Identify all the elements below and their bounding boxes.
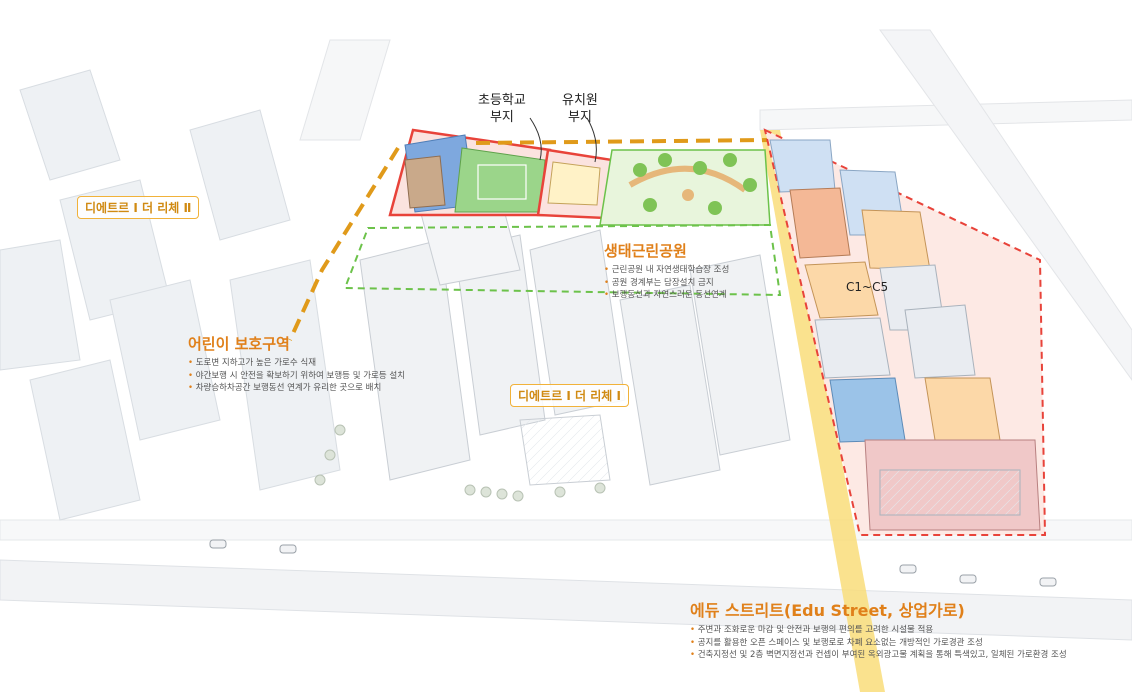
kinder-label-line2: 부지 bbox=[567, 110, 592, 125]
park-list: 근린공원 내 자연생태학습장 조성 공원 경계부는 담장설치 금지 보행동선과 … bbox=[604, 264, 730, 302]
child-zone-list: 도로변 지하고가 높은 가로수 식재 야간보행 시 안전을 확보하기 위하여 보… bbox=[188, 357, 405, 395]
park-item: 보행동선과 자연스러운 동선연계 bbox=[604, 289, 729, 302]
kindergarten-site bbox=[536, 148, 614, 220]
apartment-complex-1 bbox=[359, 194, 791, 486]
edu-street-title: 에듀 스트리트(Edu Street, 상업가로) bbox=[690, 601, 965, 620]
edu-street-callout: 에듀 스트리트(Edu Street, 상업가로) 주변과 조화로운 마감 및 … bbox=[690, 597, 1067, 662]
park-item: 공원 경계부는 담장설치 금지 bbox=[604, 277, 729, 290]
child-zone-item: 야간보행 시 안전을 확보하기 위하여 보행등 및 가로등 설치 bbox=[188, 370, 405, 383]
background-buildings bbox=[0, 69, 341, 521]
cars bbox=[209, 539, 1057, 587]
school-site-label: 초등학교 부지 bbox=[478, 92, 526, 126]
child-zone-callout: 어린이 보호구역 도로변 지하고가 높은 가로수 식재 야간보행 시 안전을 확… bbox=[188, 333, 405, 395]
complex-1-label: 디에트르 I 더 리체 Ⅰ bbox=[510, 384, 629, 407]
park-boundary-dashed bbox=[343, 223, 782, 297]
park-title: 생태근린공원 bbox=[604, 242, 687, 260]
kinder-label-line1: 유치원 bbox=[562, 93, 598, 108]
edu-street-item: 건축지정선 및 2층 벽면지정선과 컨셉이 부여된 옥외광고물 계획을 통해 특… bbox=[690, 649, 1067, 662]
street-trees bbox=[314, 424, 606, 502]
edu-street-list: 주변과 조화로운 마감 및 안전과 보행의 편의를 고려한 시설물 적용 공지를… bbox=[690, 624, 1067, 662]
school-label-line1: 초등학교 bbox=[478, 93, 526, 108]
school-zone-route bbox=[288, 138, 771, 341]
park-callout: 생태근린공원 근린공원 내 자연생태학습장 조성 공원 경계부는 담장설치 금지… bbox=[604, 240, 729, 302]
edu-street-strip bbox=[760, 130, 885, 692]
child-zone-item: 차량승하차공간 보행동선 연계가 유리한 곳으로 배치 bbox=[188, 382, 405, 395]
school-site bbox=[388, 128, 552, 217]
edu-street-item: 주변과 조화로운 마감 및 안전과 보행의 편의를 고려한 시설물 적용 bbox=[690, 624, 1067, 637]
edu-street-item: 공지를 활용한 오픈 스페이스 및 보행로로 차폐 요소없는 개방적인 가로경관… bbox=[690, 637, 1067, 650]
school-label-line2: 부지 bbox=[489, 110, 514, 125]
leader-lines bbox=[529, 117, 597, 163]
park-item: 근린공원 내 자연생태학습장 조성 bbox=[604, 264, 730, 277]
eco-park-area bbox=[599, 149, 771, 226]
commercial-blocks bbox=[763, 128, 1047, 536]
child-zone-item: 도로변 지하고가 높은 가로수 식재 bbox=[188, 357, 405, 370]
commercial-code-label: C1~C5 bbox=[846, 280, 889, 294]
complex-2-label: 디에트르 I 더 리체 Ⅱ bbox=[77, 196, 200, 219]
child-zone-title: 어린이 보호구역 bbox=[188, 335, 290, 353]
kindergarten-site-label: 유치원 부지 bbox=[562, 92, 598, 126]
